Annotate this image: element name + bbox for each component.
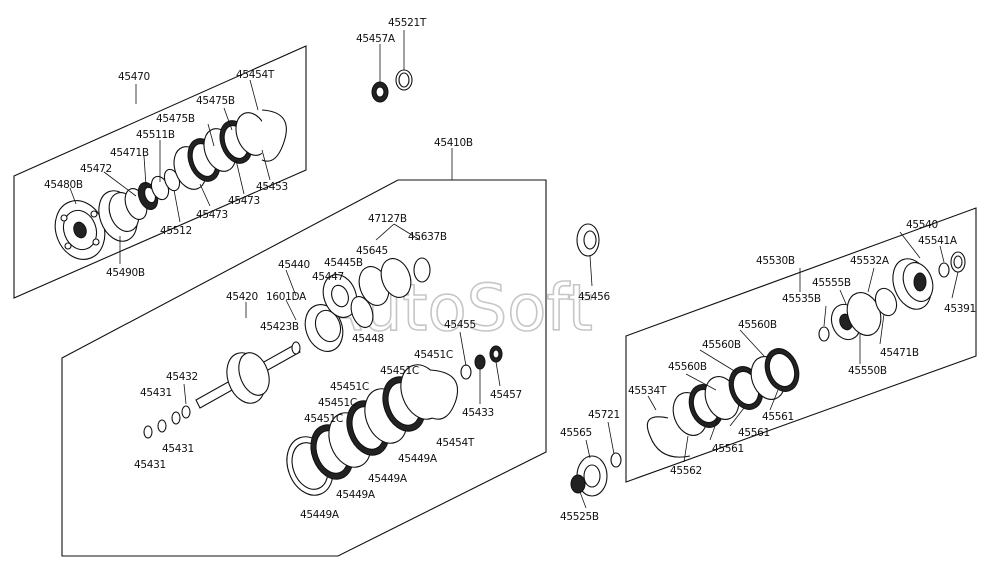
label-45449A-b[interactable]: 45449A	[368, 473, 408, 485]
label-45721[interactable]: 45721	[588, 409, 620, 421]
label-45448[interactable]: 45448	[352, 333, 384, 345]
label-45535B[interactable]: 45535B	[782, 293, 821, 305]
leader-lines	[69, 30, 959, 509]
label-45541A[interactable]: 45541A	[918, 235, 958, 247]
label-45391[interactable]: 45391	[944, 303, 976, 315]
label-45511B[interactable]: 45511B	[136, 129, 175, 141]
label-45449A-c[interactable]: 45449A	[336, 489, 376, 501]
label-45457[interactable]: 45457	[490, 389, 522, 401]
part-45480B[interactable]	[47, 194, 113, 267]
assembly-45530B	[646, 251, 966, 458]
label-45473-a[interactable]: 45473	[196, 209, 228, 221]
label-45530B[interactable]: 45530B	[756, 255, 795, 267]
part-45471B-b[interactable]	[872, 285, 900, 318]
label-45562[interactable]: 45562	[670, 465, 702, 477]
label-45451C-a[interactable]: 45451C	[414, 349, 453, 361]
label-45475B-a[interactable]: 45475B	[196, 95, 235, 107]
label-45451C-b[interactable]: 45451C	[380, 365, 419, 377]
label-45534T[interactable]: 45534T	[628, 385, 667, 397]
part-45565-gear[interactable]	[570, 455, 608, 497]
label-45449A-a[interactable]: 45449A	[398, 453, 438, 465]
part-45721[interactable]	[610, 452, 622, 468]
label-45454T-a[interactable]: 45454T	[236, 69, 275, 81]
label-45472[interactable]: 45472	[80, 163, 112, 175]
part-45521T[interactable]	[395, 69, 413, 91]
label-45451C-d[interactable]: 45451C	[318, 397, 357, 409]
part-45534T[interactable]	[646, 416, 691, 458]
label-45445B[interactable]: 45445B	[324, 257, 363, 269]
part-45535B[interactable]	[818, 326, 830, 342]
label-45470[interactable]: 45470	[118, 71, 150, 83]
label-45521T[interactable]: 45521T	[388, 17, 427, 29]
label-45560B-a[interactable]: 45560B	[738, 319, 777, 331]
small-washers-center[interactable]	[143, 345, 503, 439]
label-45440[interactable]: 45440	[278, 259, 310, 271]
label-45565[interactable]: 45565	[560, 427, 592, 439]
part-45447[interactable]	[347, 294, 377, 331]
label-45454T-b[interactable]: 45454T	[436, 437, 475, 449]
label-45431-a[interactable]: 45431	[140, 387, 172, 399]
frame-right	[625, 207, 977, 483]
label-45456[interactable]: 45456	[578, 291, 611, 303]
label-45447[interactable]: 45447	[312, 271, 344, 283]
part-45560B-pack[interactable]	[667, 344, 804, 440]
label-45475B-b[interactable]: 45475B	[156, 113, 195, 125]
label-45480B[interactable]: 45480B	[44, 179, 83, 191]
label-45561-c[interactable]: 45561	[712, 443, 744, 455]
label-45471B-b[interactable]: 45471B	[880, 347, 919, 359]
label-45540[interactable]: 45540	[906, 219, 938, 231]
part-45420-shaft[interactable]	[195, 341, 301, 409]
label-45525B[interactable]: 45525B	[560, 511, 599, 523]
label-45490B[interactable]: 45490B	[106, 267, 145, 279]
label-1601DA[interactable]: 1601DA	[266, 291, 307, 303]
part-labels: 45470 45454T 45475B 45475B 45511B 45471B…	[44, 17, 976, 523]
label-45457A[interactable]: 45457A	[356, 33, 396, 45]
assembly-45470	[47, 109, 287, 267]
assembly-45410B	[143, 254, 503, 496]
label-45453[interactable]: 45453	[256, 181, 288, 193]
label-45560B-b[interactable]: 45560B	[702, 339, 741, 351]
label-45532A[interactable]: 45532A	[850, 255, 890, 267]
label-45512[interactable]: 45512	[160, 225, 192, 237]
part-45454T-b[interactable]	[429, 369, 458, 420]
label-45432[interactable]: 45432	[166, 371, 198, 383]
label-45410B[interactable]: 45410B	[434, 137, 473, 149]
label-45550B[interactable]: 45550B	[848, 365, 887, 377]
label-45420[interactable]: 45420	[226, 291, 258, 303]
label-45431-b[interactable]: 45431	[162, 443, 194, 455]
part-45391[interactable]	[950, 251, 966, 273]
label-45637B[interactable]: 45637B	[408, 231, 447, 243]
label-45451C-c[interactable]: 45451C	[330, 381, 369, 393]
label-45473-b[interactable]: 45473	[228, 195, 260, 207]
label-45451C-e[interactable]: 45451C	[304, 413, 343, 425]
part-45440-gear[interactable]	[317, 270, 362, 322]
label-45561-a[interactable]: 45561	[762, 411, 794, 423]
label-45561-b[interactable]: 45561	[738, 427, 770, 439]
part-45454T-a[interactable]	[261, 109, 287, 162]
label-45555B[interactable]: 45555B	[812, 277, 851, 289]
label-45645[interactable]: 45645	[356, 245, 388, 257]
label-45560B-c[interactable]: 45560B	[668, 361, 707, 373]
part-45637B[interactable]	[376, 254, 431, 301]
part-45423B[interactable]	[299, 299, 349, 356]
part-45457A[interactable]	[371, 81, 389, 103]
label-45431-c[interactable]: 45431	[134, 459, 166, 471]
label-45433[interactable]: 45433	[462, 407, 494, 419]
label-45449A-d[interactable]: 45449A	[300, 509, 340, 521]
frame-center	[61, 179, 547, 557]
label-45423B[interactable]: 45423B	[260, 321, 299, 333]
label-47127B[interactable]: 47127B	[368, 213, 407, 225]
part-45541A[interactable]	[938, 262, 950, 278]
part-45540-drum[interactable]	[886, 253, 938, 314]
part-45456-gear[interactable]	[576, 223, 600, 257]
frame-top-left	[13, 45, 307, 299]
label-45455[interactable]: 45455	[444, 319, 476, 331]
label-45471B-a[interactable]: 45471B	[110, 147, 149, 159]
